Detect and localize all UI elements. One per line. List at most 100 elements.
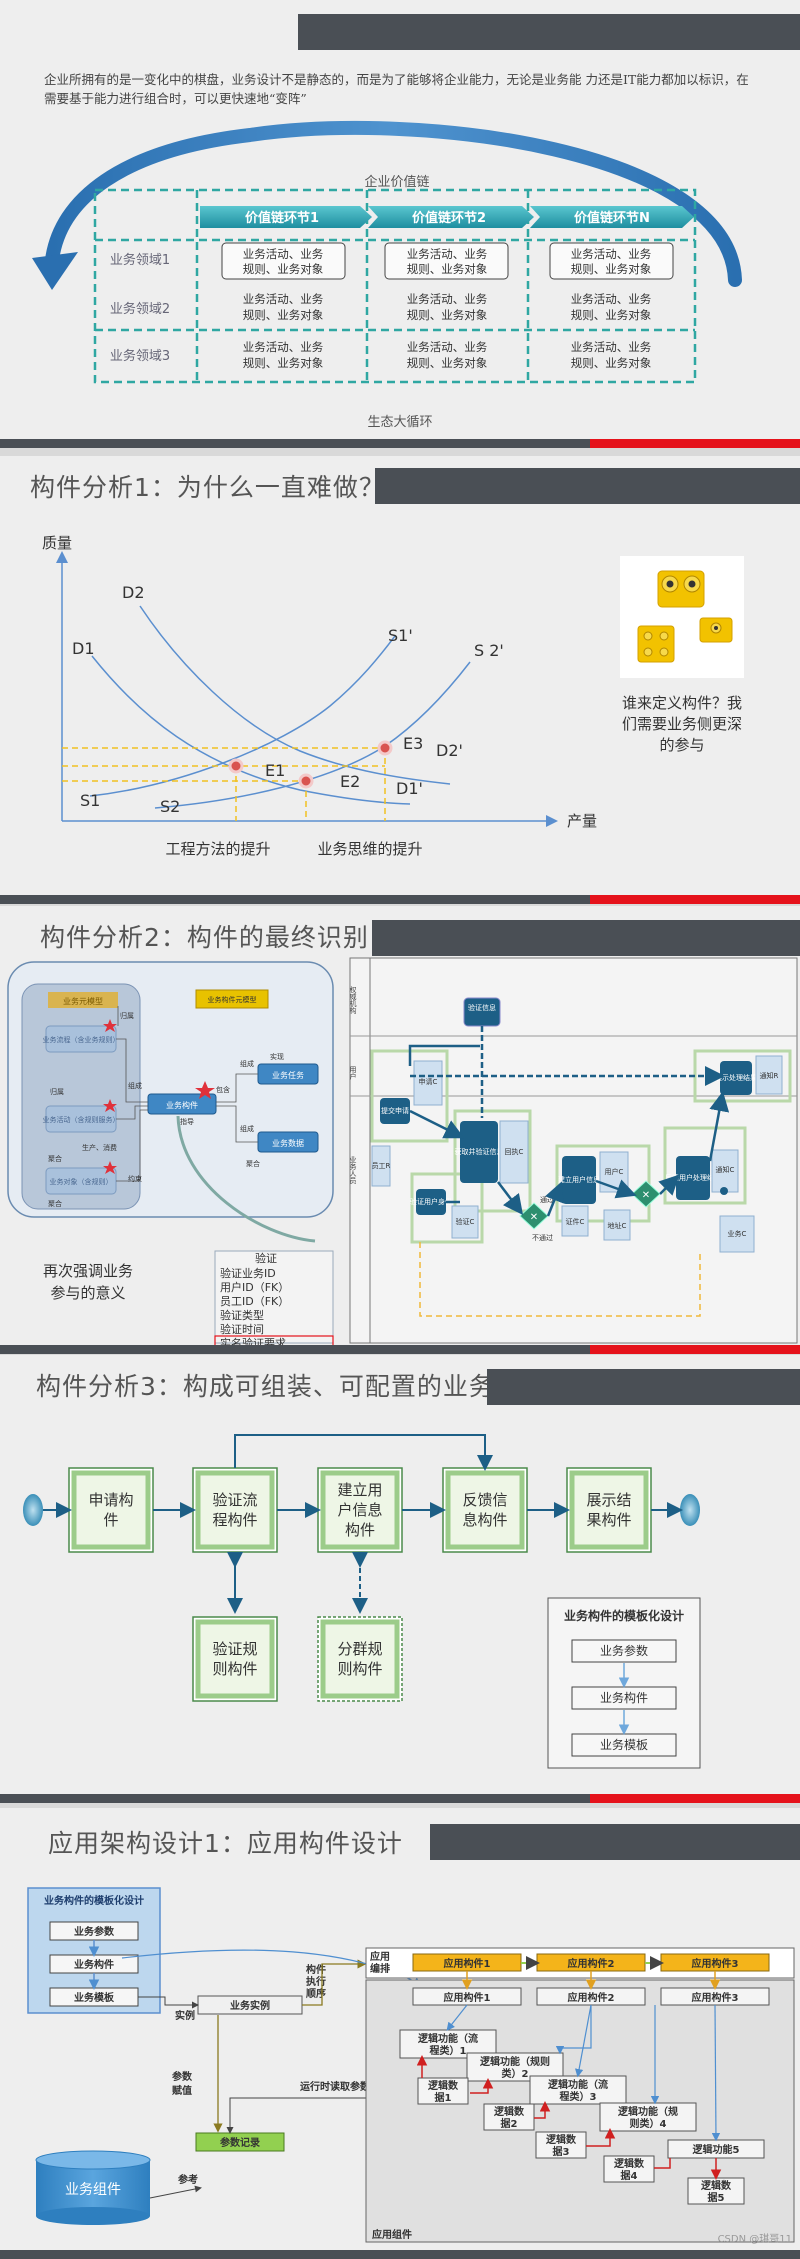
svg-text:权威机构: 权威机构 <box>349 985 357 1015</box>
svg-text:员工ID（FK）: 员工ID（FK） <box>220 1295 289 1308</box>
domain-1-label: 业务领域1 <box>110 252 170 268</box>
svg-text:业务活动、业务: 业务活动、业务 <box>407 340 488 354</box>
svg-text:逻辑功能（规则: 逻辑功能（规则 <box>480 2055 550 2068</box>
title-bar <box>372 920 800 956</box>
svg-text:应用构件2: 应用构件2 <box>568 1991 615 2004</box>
svg-text:验证用户身份: 验证用户身份 <box>410 1197 452 1206</box>
title-bar <box>487 1369 800 1405</box>
lane-labels: 权威机构 用户 业务人员 <box>349 985 357 1185</box>
meta-model-label-box <box>48 992 118 1008</box>
construct-model-box <box>195 989 269 1009</box>
svg-text:证件C: 证件C <box>566 1217 585 1226</box>
svg-text:展示处理结果: 展示处理结果 <box>715 1073 757 1082</box>
svg-text:程类）1: 程类）1 <box>430 2044 467 2057</box>
svg-text:S1': S1' <box>388 626 413 645</box>
svg-text:✕: ✕ <box>642 1190 650 1201</box>
svg-text:✕: ✕ <box>530 1212 538 1223</box>
engineering-label: 工程方法的提升 <box>165 840 270 858</box>
svg-text:建立用户信息: 建立用户信息 <box>558 1175 600 1184</box>
intro-paragraph: 企业所拥有的是一变化中的棋盘，业务设计不是静态的，而是为了能够将企业能力，无论是… <box>44 72 749 106</box>
svg-text:通知R: 通知R <box>760 1071 779 1080</box>
svg-text:验证时间: 验证时间 <box>220 1322 264 1336</box>
cycle-arc <box>45 121 742 287</box>
emphasis-line-1: 再次强调业务 <box>43 1262 133 1280</box>
svg-text:业务活动、业务: 业务活动、业务 <box>243 247 324 261</box>
svg-text:规则、业务对象: 规则、业务对象 <box>243 262 324 276</box>
svg-text:不通过: 不通过 <box>532 1233 553 1242</box>
flow-task-nodes: 验证信息 提交申请 申请C 员工R 验证用户身份 验证C 获取并验证信息 回执C… <box>371 997 783 1253</box>
svg-text:逻辑数: 逻辑数 <box>614 2157 645 2170</box>
svg-text:申请构: 申请构 <box>88 1491 133 1509</box>
cycle-arrowhead <box>32 252 78 290</box>
svg-text:验证规: 验证规 <box>212 1640 257 1658</box>
svg-text:则构件: 则构件 <box>212 1660 257 1678</box>
svg-text:据5: 据5 <box>708 2191 725 2204</box>
slide-title: 应用架构设计1：应用构件设计 <box>48 1829 403 1858</box>
y-axis-label: 质量 <box>42 534 72 552</box>
svg-text:规则、业务对象: 规则、业务对象 <box>243 356 324 370</box>
curve-d1 <box>91 655 411 805</box>
svg-text:类）2: 类）2 <box>502 2067 529 2080</box>
svg-text:参数: 参数 <box>172 2070 193 2083</box>
domain-2-label: 业务领域2 <box>110 301 170 317</box>
slide-title: 构件分析3：构成可组装、可配置的业务 <box>36 1372 495 1401</box>
app-to-func-links <box>446 2004 721 2142</box>
side-question: 谁来定义构件？我 们需要业务侧更深 的参与 <box>622 694 742 754</box>
title-bar <box>430 1824 800 1860</box>
template-title: 业务构件的模板化设计 <box>44 1894 144 1907</box>
legend-labels: 业务参数 业务构件 业务模板 <box>600 1643 648 1752</box>
svg-text:业务构件: 业务构件 <box>600 1690 648 1705</box>
svg-text:程类）3: 程类）3 <box>560 2090 597 2103</box>
svg-text:验证业务ID: 验证业务ID <box>220 1266 276 1280</box>
svg-text:组成: 组成 <box>240 1124 254 1133</box>
component-identification-diagram: 业务元模型 业务构件元模型 业务流程（含业务规则） 业务活动（含规则服务） 业务… <box>7 957 798 1351</box>
svg-text:组成: 组成 <box>240 1059 254 1068</box>
bottom-bar <box>0 439 800 448</box>
svg-text:分群规: 分群规 <box>337 1640 382 1658</box>
svg-text:规则、业务对象: 规则、业务对象 <box>571 308 652 322</box>
svg-text:据2: 据2 <box>501 2117 518 2130</box>
template-boxes <box>49 1921 139 2007</box>
star-icons <box>103 1019 215 1174</box>
svg-text:通知C: 通知C <box>716 1165 735 1174</box>
svg-text:逻辑数: 逻辑数 <box>701 2179 732 2192</box>
svg-text:业务人员: 业务人员 <box>349 1155 357 1185</box>
curve-s2p <box>154 661 471 809</box>
svg-text:提交申请: 提交申请 <box>381 1106 409 1115</box>
svg-text:业务参数: 业务参数 <box>74 1925 115 1938</box>
slide-title: 构件分析2：构件的最终识别 <box>40 923 369 952</box>
orch-boxes <box>412 1953 770 1972</box>
meta-nodes <box>45 1025 117 1195</box>
svg-text:展示结: 展示结 <box>586 1491 631 1509</box>
svg-text:获取并验证信息: 获取并验证信息 <box>455 1147 504 1156</box>
data-links <box>416 2055 722 2180</box>
svg-text:果构件: 果构件 <box>586 1511 631 1529</box>
svg-text:程构件: 程构件 <box>212 1511 257 1529</box>
flow-start <box>23 1494 43 1526</box>
svg-text:业务模板: 业务模板 <box>74 1991 115 2004</box>
yellow-dashed-loop <box>419 1242 701 1317</box>
svg-text:S 2': S 2' <box>474 641 504 660</box>
chain-links: 价值链环节1 价值链环节2 价值链环节N <box>200 206 694 228</box>
svg-text:应用: 应用 <box>370 1950 390 1963</box>
grid-lines <box>93 188 697 384</box>
app-component-design-diagram: 业务构件的模板化设计 业务参数 业务构件 业务模板 业务实例 实例 构件执行顺序… <box>27 1887 795 2243</box>
slide-title: 构件分析1：为什么一直难做？ <box>30 473 385 502</box>
template-labels: 业务参数 业务构件 业务模板 <box>74 1925 115 2004</box>
biz-component-cylinder <box>35 2150 151 2225</box>
svg-text:用户: 用户 <box>349 1066 357 1081</box>
svg-text:用户ID（FK）: 用户ID（FK） <box>220 1280 289 1294</box>
slide-component-analysis-2: 构件分析2：构件的最终识别 业务元模型 业务构件元模型 业务流程（含业务规则） … <box>0 906 800 1354</box>
biz-instance-label: 业务实例 <box>230 1999 270 2012</box>
svg-text:地址C: 地址C <box>608 1221 627 1230</box>
meta-relations: 归属 包含 组成 实现 组成 聚合 指导 组成 生产、消费 约束 聚合 聚合 归… <box>48 1011 284 1208</box>
svg-text:D1': D1' <box>396 779 423 798</box>
svg-text:业务流程（含业务规则）: 业务流程（含业务规则） <box>43 1035 120 1044</box>
svg-text:逻辑功能5: 逻辑功能5 <box>693 2143 740 2156</box>
svg-text:编排: 编排 <box>370 1962 390 1975</box>
svg-text:D2: D2 <box>122 583 145 602</box>
